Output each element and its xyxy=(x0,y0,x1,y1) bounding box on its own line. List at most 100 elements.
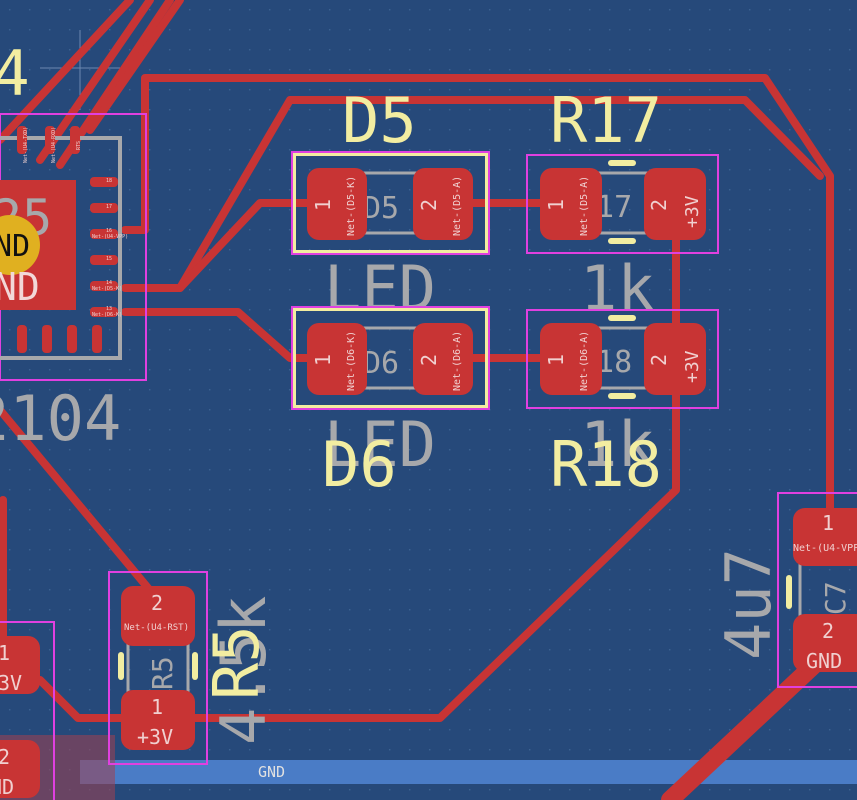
d5-pad-2[interactable] xyxy=(413,168,473,240)
r17-pad-1[interactable] xyxy=(540,168,602,240)
track-u4-rst xyxy=(0,406,162,604)
c7-pad-2[interactable] xyxy=(793,614,857,672)
r18-pad-2-net: +3V xyxy=(682,350,703,383)
r18-pad-1-num: 1 xyxy=(544,354,568,366)
u4-pin-bottom-b[interactable] xyxy=(42,325,52,353)
u4-pin-20-net: Net-(U4-RXD) xyxy=(51,127,57,163)
u4-pin-19[interactable] xyxy=(70,126,80,154)
u4-pin-bottom-a[interactable] xyxy=(17,325,27,353)
r17-pad-2[interactable] xyxy=(644,168,706,240)
d6-pad-2[interactable] xyxy=(413,323,473,395)
u4-pin-13[interactable] xyxy=(90,307,118,317)
u4-fab-outline xyxy=(0,136,122,360)
left-pad-1[interactable] xyxy=(0,636,40,694)
r5-pad-1[interactable] xyxy=(121,690,195,750)
track-d5k-loop xyxy=(121,96,824,292)
u4-footprint[interactable]: 18 17 16 Net-(U4-VPP) 15 14 Net-(D5-K) 1… xyxy=(0,37,147,455)
u4-pin-16-net: Net-(U4-VPP) xyxy=(92,234,128,240)
u4-pin-bottom-d[interactable] xyxy=(92,325,102,353)
c7-pad-1-num: 1 xyxy=(822,511,834,535)
r17-footprint[interactable]: R17 R17 1k 1 Net-(D5-A) 2 +3V xyxy=(526,84,719,325)
r17-pad-1-num: 1 xyxy=(544,199,568,211)
r5-courtyard xyxy=(108,571,208,765)
u4-pin-15-num: 15 xyxy=(106,256,112,262)
d6-pad-1-net: Net-(D6-K) xyxy=(346,331,357,391)
u4-ref-partial: U4 xyxy=(0,37,30,110)
u4-pin-14[interactable] xyxy=(90,281,118,291)
d5-pad-1[interactable] xyxy=(307,168,367,240)
r18-value: 1k xyxy=(580,408,655,481)
track-d6k xyxy=(121,308,324,362)
r5-ref: R5 xyxy=(200,625,273,700)
gnd-via-label: ND xyxy=(0,229,30,264)
r18-courtyard xyxy=(526,309,719,409)
u4-pin-18[interactable] xyxy=(90,177,118,187)
track-d5k xyxy=(176,199,324,292)
track-bus-1 xyxy=(0,0,134,144)
r17-silk-bottom xyxy=(608,238,636,244)
u4-right-pins xyxy=(90,177,118,317)
r5-value: 4.5k xyxy=(207,596,280,745)
d6-ref: D6 xyxy=(322,428,397,501)
u4-pin-13-num: 13 xyxy=(106,306,112,312)
r5-silk-left xyxy=(118,652,124,680)
u4-bottom-pins xyxy=(17,325,102,353)
r5-pad-2-net: Net-(U4-RST) xyxy=(124,623,189,633)
left-pad-2[interactable] xyxy=(0,740,40,798)
left-partial-footprint[interactable]: 1 3V 2 ND xyxy=(0,621,55,800)
gnd-via[interactable] xyxy=(0,215,40,275)
u4-pin-14-net: Net-(D5-K) xyxy=(92,286,122,292)
u4-pin-15[interactable] xyxy=(90,255,118,265)
r5-pad-1-num: 1 xyxy=(151,695,163,719)
d6-footprint[interactable]: D6 LED D6 1 Net-(D6-K) 2 Net-(D6-A) xyxy=(291,306,490,501)
c7-courtyard xyxy=(777,492,857,688)
d6-pad-2-num: 2 xyxy=(417,354,441,366)
c7-footprint[interactable]: 4u7 C7 1 Net-(U4-VPP) 2 GND xyxy=(712,492,857,688)
r17-ref: R17 xyxy=(550,84,662,157)
d5-pad-2-num: 2 xyxy=(417,199,441,211)
r17-pad-2-num: 2 xyxy=(647,199,671,211)
track-3v-vertical xyxy=(36,199,680,722)
d6-fab-label: D6 xyxy=(363,346,399,381)
left-pad-1-net: 3V xyxy=(0,671,22,695)
d5-pad-1-net: Net-(D5-K) xyxy=(346,176,357,236)
track-bus-4 xyxy=(86,0,184,134)
c7-pad-2-num: 2 xyxy=(822,619,834,643)
d6-courtyard xyxy=(291,306,490,410)
left-pad-2-num: 2 xyxy=(0,745,10,769)
d6-pad-1[interactable] xyxy=(307,323,367,395)
d5-courtyard xyxy=(291,151,490,255)
r17-silk-top xyxy=(608,160,636,166)
u4-pin-17[interactable] xyxy=(90,203,118,213)
u4-pin-bottom-c[interactable] xyxy=(67,325,77,353)
r5-silk-right xyxy=(192,652,198,680)
d6-silkscreen xyxy=(292,307,489,409)
r5-fab-label: R5 xyxy=(146,656,179,690)
c7-pad-1[interactable] xyxy=(793,508,857,566)
r5-pad-2[interactable] xyxy=(121,586,195,646)
track-u4-vpp xyxy=(121,74,834,524)
gnd-zone-label: GND xyxy=(258,763,285,781)
r18-ref: R18 xyxy=(550,428,662,501)
r18-pad-1[interactable] xyxy=(540,323,602,395)
u4-pin-21[interactable] xyxy=(17,126,27,154)
r18-pad-1-net: Net-(D6-A) xyxy=(579,331,590,391)
r18-pad-2-num: 2 xyxy=(647,354,671,366)
u4-value-partial: 2104 xyxy=(0,382,121,455)
u4-pin-16[interactable] xyxy=(90,229,118,239)
gnd-zone-bar[interactable] xyxy=(80,760,857,784)
u4-top-pins xyxy=(17,126,80,154)
u4-courtyard xyxy=(0,113,147,381)
r18-pad-2[interactable] xyxy=(644,323,706,395)
r18-footprint[interactable]: R18 1k R18 1 Net-(D6-A) 2 +3V xyxy=(526,309,719,501)
d5-ref: D5 xyxy=(342,84,417,157)
r5-footprint[interactable]: R5 4.5k R5 2 Net-(U4-RST) 1 +3V xyxy=(108,571,280,765)
u4-pin-14-num: 14 xyxy=(106,280,112,286)
u4-pin-20[interactable] xyxy=(45,126,55,154)
d5-footprint[interactable]: D5 D5 LED 1 Net-(D5-K) 2 Net-(D5-A) xyxy=(291,84,490,325)
track-gnd-diagonal xyxy=(661,641,839,800)
u4-pin-16-num: 16 xyxy=(106,228,112,234)
d6-pad-1-num: 1 xyxy=(311,354,335,366)
r5-pad-2-num: 2 xyxy=(151,591,163,615)
